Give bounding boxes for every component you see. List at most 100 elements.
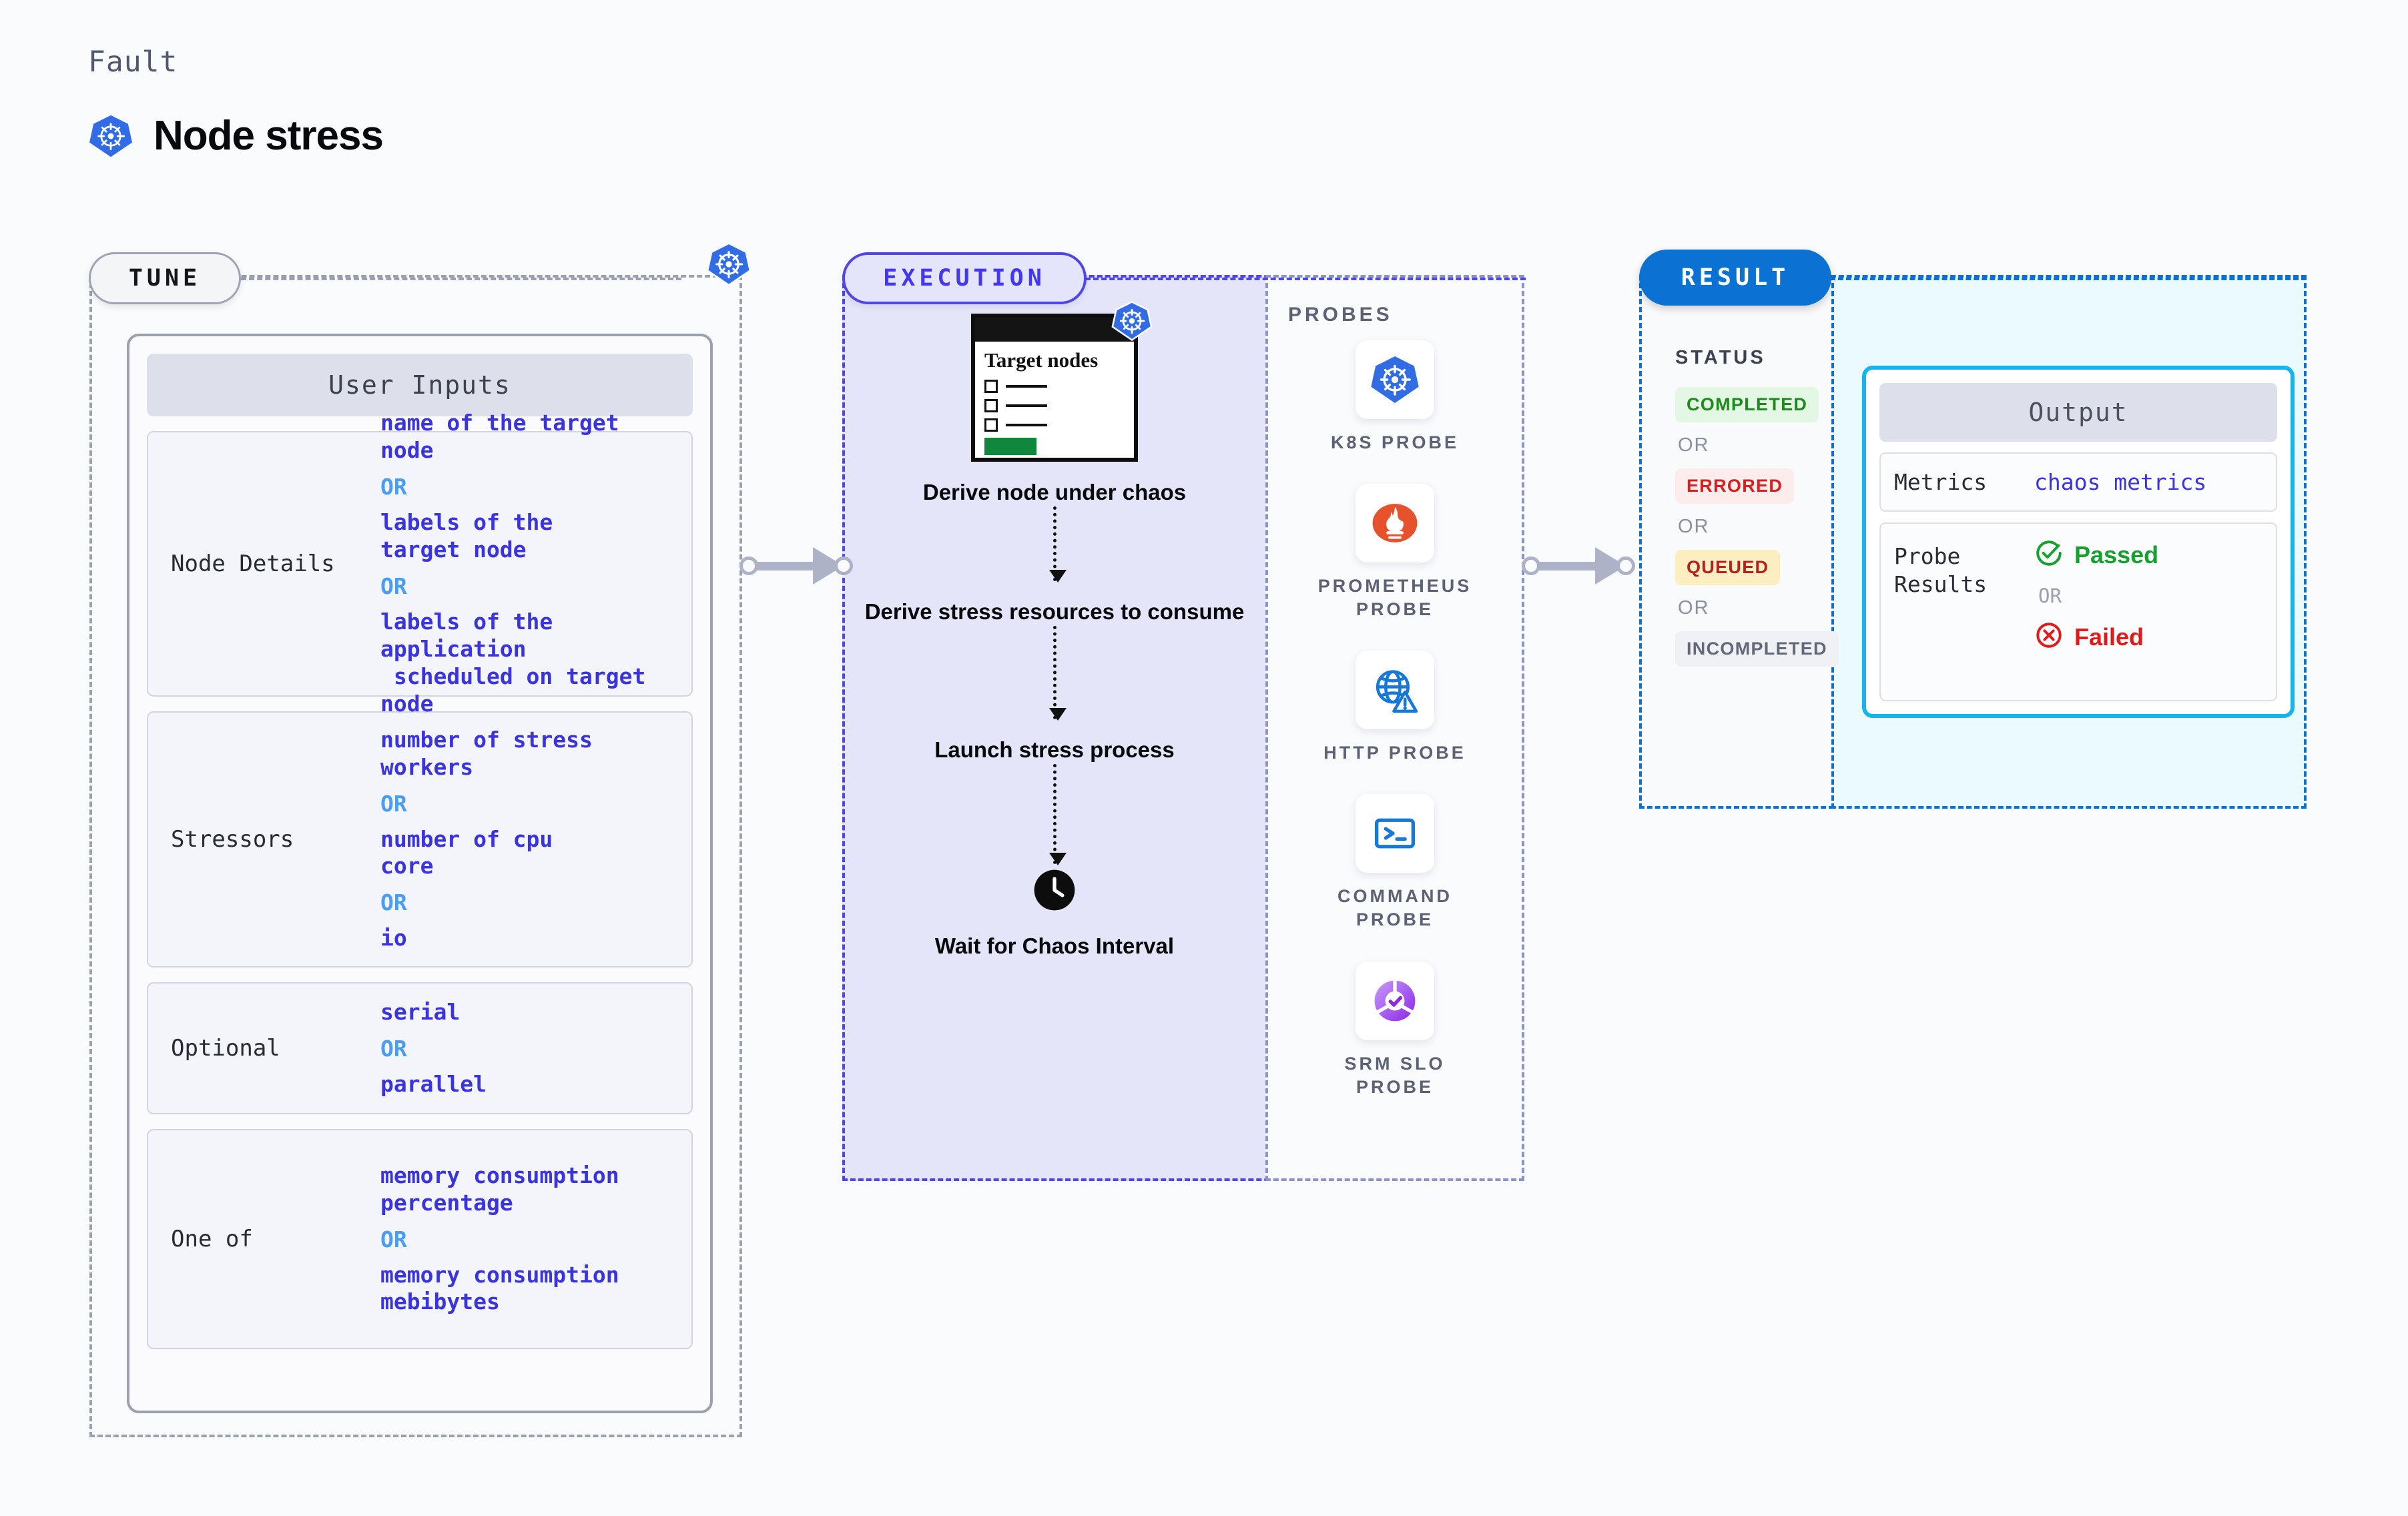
flow-arrow <box>1048 763 1067 865</box>
metrics-label: Metrics <box>1894 469 1988 495</box>
probe-prometheus[interactable]: PROMETHEUS PROBE <box>1311 484 1478 621</box>
step-label: Wait for Chaos Interval <box>934 933 1175 958</box>
failed-label: Failed <box>2074 623 2144 651</box>
input-value: name of the target node <box>380 410 619 464</box>
input-value: memory consumption percentage <box>380 1162 619 1216</box>
input-value: number of cpu core <box>380 825 553 879</box>
status-badge: QUEUED <box>1675 550 1781 585</box>
input-block-label: Stressors <box>171 826 294 853</box>
tune-pill-connector <box>241 278 681 280</box>
target-nodes-title: Target nodes <box>984 348 1099 372</box>
probe-result-failed: Failed <box>2034 621 2158 653</box>
step-label: Derive stress resources to consume <box>864 599 1245 624</box>
input-value: io <box>380 925 407 952</box>
checkbox-icon[interactable] <box>984 418 998 432</box>
kubernetes-icon <box>1355 340 1434 419</box>
confirm-button[interactable] <box>984 437 1036 455</box>
probes-list: K8S PROBE PROMETHEUS PROBE <box>1273 340 1516 1128</box>
probe-label: SRM SLO PROBE <box>1344 1053 1446 1097</box>
connector-tune-execution <box>739 547 860 585</box>
input-block-one-of: One of memory consumption percentage OR … <box>147 1129 693 1349</box>
probe-command[interactable]: COMMAND PROBE <box>1311 794 1478 931</box>
input-value: number of stress workers <box>380 726 593 780</box>
or-separator: OR <box>380 790 407 817</box>
probe-label: PROMETHEUS PROBE <box>1317 576 1472 620</box>
status-badge: ERRORED <box>1675 468 1795 504</box>
status-badge: INCOMPLETED <box>1675 631 1839 667</box>
result-status-frame <box>1639 275 1834 809</box>
or-separator: OR <box>380 1226 407 1252</box>
connector-execution-result <box>1522 547 1642 585</box>
tune-pill[interactable]: TUNE <box>89 252 241 304</box>
execution-pill[interactable]: EXECUTION <box>842 252 1087 304</box>
probes-title: PROBES <box>1288 304 1393 326</box>
globe-warning-icon <box>1356 651 1434 730</box>
probe-http[interactable]: HTTP PROBE <box>1323 651 1466 765</box>
input-block-label: Node Details <box>171 550 335 577</box>
x-circle-icon <box>2034 621 2064 653</box>
execution-pill-connector <box>1085 278 1526 280</box>
slo-donut-check-icon <box>1356 961 1434 1040</box>
input-block-stressors: Stressors number of stress workers OR nu… <box>147 711 693 968</box>
output-title: Output <box>1879 383 2277 442</box>
user-inputs-card: User Inputs Node Details name of the tar… <box>127 334 713 1413</box>
checkbox-icon[interactable] <box>984 398 998 412</box>
passed-label: Passed <box>2074 540 2159 568</box>
input-block-node-details: Node Details name of the target node OR … <box>147 410 693 717</box>
target-nodes-card: Target nodes <box>971 301 1153 462</box>
result-pill[interactable]: RESULT <box>1639 250 1831 306</box>
input-value: memory consumption mebibytes <box>380 1261 619 1315</box>
probe-result-passed: Passed <box>2034 538 2158 571</box>
or-separator: OR <box>380 1035 407 1062</box>
fault-title-row: Node stress <box>88 112 384 159</box>
flow-arrow <box>1048 506 1067 583</box>
input-value: serial <box>380 998 461 1025</box>
or-separator: OR <box>1678 516 1710 537</box>
tune-section-frame <box>89 275 742 1437</box>
fault-eyebrow: Fault <box>88 45 178 79</box>
terminal-icon <box>1356 794 1434 873</box>
probe-label: HTTP PROBE <box>1323 743 1466 763</box>
node-checkbox-list <box>984 379 1125 432</box>
list-item <box>984 398 1125 412</box>
probe-label: COMMAND PROBE <box>1337 886 1452 930</box>
or-separator: OR <box>380 889 407 916</box>
step-label: Launch stress process <box>934 737 1175 762</box>
input-value: parallel <box>380 1070 487 1097</box>
or-separator: OR <box>1678 434 1710 456</box>
flow-arrow <box>1048 625 1067 721</box>
kubernetes-icon <box>1111 300 1153 345</box>
status-badge: COMPLETED <box>1675 387 1819 422</box>
input-value: labels of the application scheduled on t… <box>380 609 646 717</box>
step-label: Derive node under chaos <box>922 480 1187 504</box>
execution-flow: Target nodes <box>854 301 1255 960</box>
output-card: Output Metrics chaos metrics Probe Resul… <box>1862 366 2295 718</box>
probe-srm-slo[interactable]: SRM SLO PROBE <box>1311 961 1478 1099</box>
clock-icon <box>1032 868 1077 915</box>
kubernetes-icon <box>706 242 751 290</box>
result-pill-connector <box>1830 278 2307 280</box>
input-block-optional: Optional serial OR parallel <box>147 982 693 1114</box>
metrics-value: chaos metrics <box>2034 469 2207 496</box>
list-item <box>984 418 1125 432</box>
input-value: labels of the target node <box>380 509 553 563</box>
or-separator: OR <box>1678 597 1710 619</box>
prometheus-flame-icon <box>1356 484 1434 563</box>
output-row-metrics: Metrics chaos metrics <box>1879 452 2277 512</box>
page-title: Node stress <box>154 113 384 159</box>
or-separator: OR <box>2038 585 2062 608</box>
checkbox-icon[interactable] <box>984 379 998 393</box>
output-row-probe-results: Probe Results Passed OR <box>1879 522 2277 702</box>
probe-results-label: Probe Results <box>1894 543 1988 597</box>
probe-k8s[interactable]: K8S PROBE <box>1331 340 1459 454</box>
user-inputs-title: User Inputs <box>147 354 693 416</box>
check-circle-icon <box>2034 538 2064 571</box>
input-block-label: Optional <box>171 1035 280 1062</box>
status-title: STATUS <box>1675 347 1766 368</box>
kubernetes-icon <box>88 113 133 159</box>
card-titlebar <box>975 318 1134 342</box>
input-block-label: One of <box>171 1226 253 1252</box>
list-item <box>984 379 1125 393</box>
probe-label: K8S PROBE <box>1330 432 1460 452</box>
